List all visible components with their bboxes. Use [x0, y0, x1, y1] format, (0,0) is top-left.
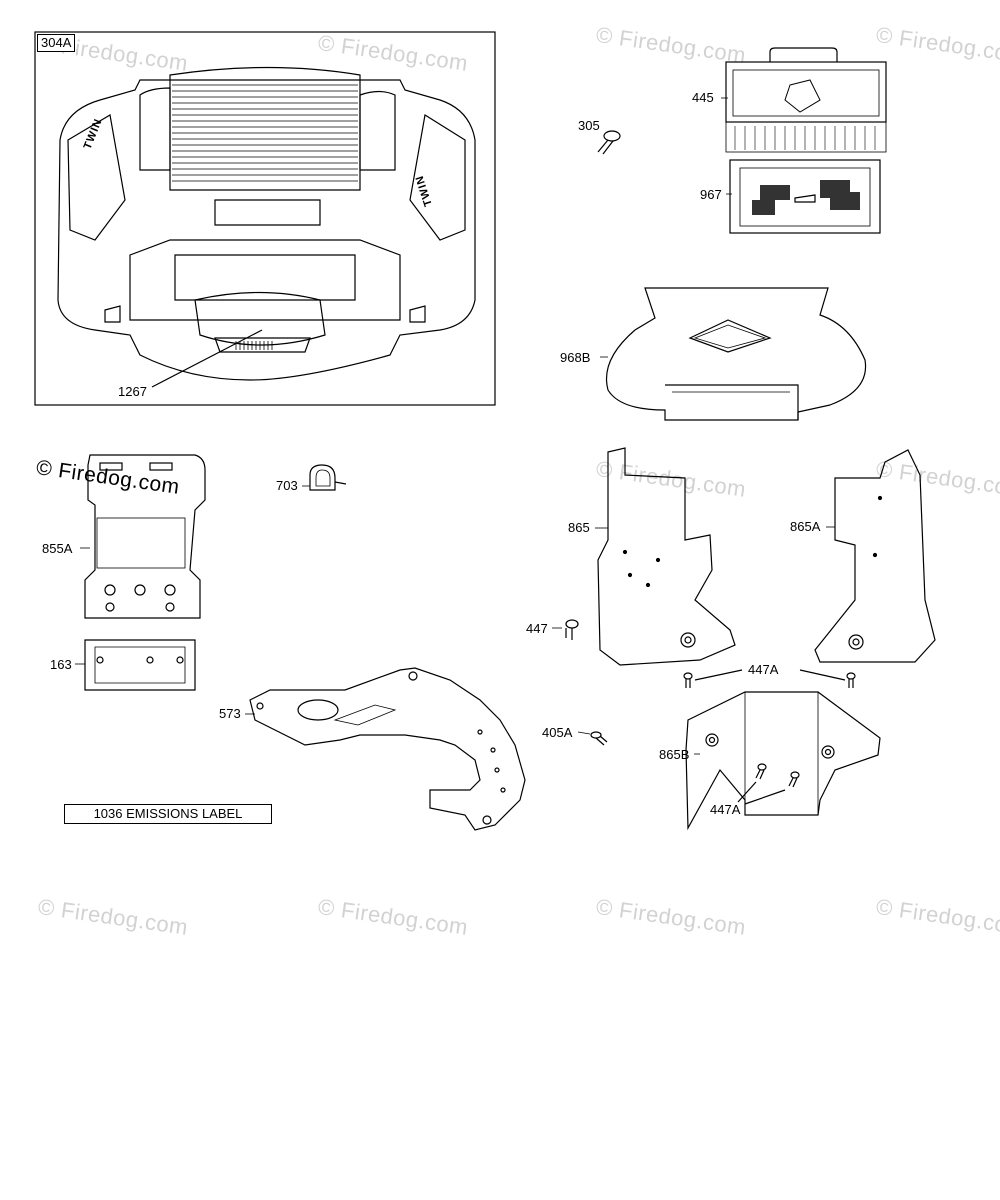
- part-label-1267[interactable]: 1267: [118, 384, 147, 399]
- clip-703: [309, 464, 347, 491]
- pre-cleaner-967: [729, 159, 881, 234]
- air-filter-445: [725, 47, 887, 153]
- part-label-305[interactable]: 305: [578, 118, 600, 133]
- part-label-447[interactable]: 447: [526, 621, 548, 636]
- baffle-573: [249, 667, 526, 831]
- screws-447a-top: [683, 669, 856, 688]
- part-label-855a[interactable]: 855A: [42, 541, 73, 556]
- part-label-445[interactable]: 445: [692, 90, 714, 105]
- side-shroud-865a: [814, 449, 936, 663]
- emissions-label-box[interactable]: 1036 EMISSIONS LABEL: [64, 804, 272, 824]
- part-label-865b[interactable]: 865B: [659, 747, 690, 762]
- part-label-163[interactable]: 163: [50, 657, 72, 672]
- screw-405a: [590, 731, 608, 746]
- part-label-447a-top[interactable]: 447A: [748, 662, 779, 677]
- leader-lines: [75, 97, 835, 755]
- screws-447a-bottom: [737, 763, 800, 805]
- intake-elbow-855a: [84, 454, 206, 619]
- part-label-968b[interactable]: 968B: [560, 350, 591, 365]
- blower-housing-frame: [34, 31, 496, 406]
- screw-447: [565, 619, 579, 640]
- twin-logo-left: TWIN: [82, 117, 105, 151]
- screw-305: [597, 130, 621, 155]
- part-label-865a[interactable]: 865A: [790, 519, 821, 534]
- part-label-703[interactable]: 703: [276, 478, 298, 493]
- part-label-447a-bottom[interactable]: 447A: [710, 802, 741, 817]
- air-cleaner-base-968b: [605, 287, 867, 421]
- part-label-967[interactable]: 967: [700, 187, 722, 202]
- gasket-163: [84, 639, 196, 691]
- part-label-865[interactable]: 865: [568, 520, 590, 535]
- side-shroud-865: [597, 447, 736, 666]
- part-label-405a[interactable]: 405A: [542, 725, 573, 740]
- twin-logo-right: TWIN: [414, 174, 435, 208]
- part-label-573[interactable]: 573: [219, 706, 241, 721]
- box-label-304a: 304A: [37, 34, 76, 52]
- blower-housing-304a: [57, 66, 476, 388]
